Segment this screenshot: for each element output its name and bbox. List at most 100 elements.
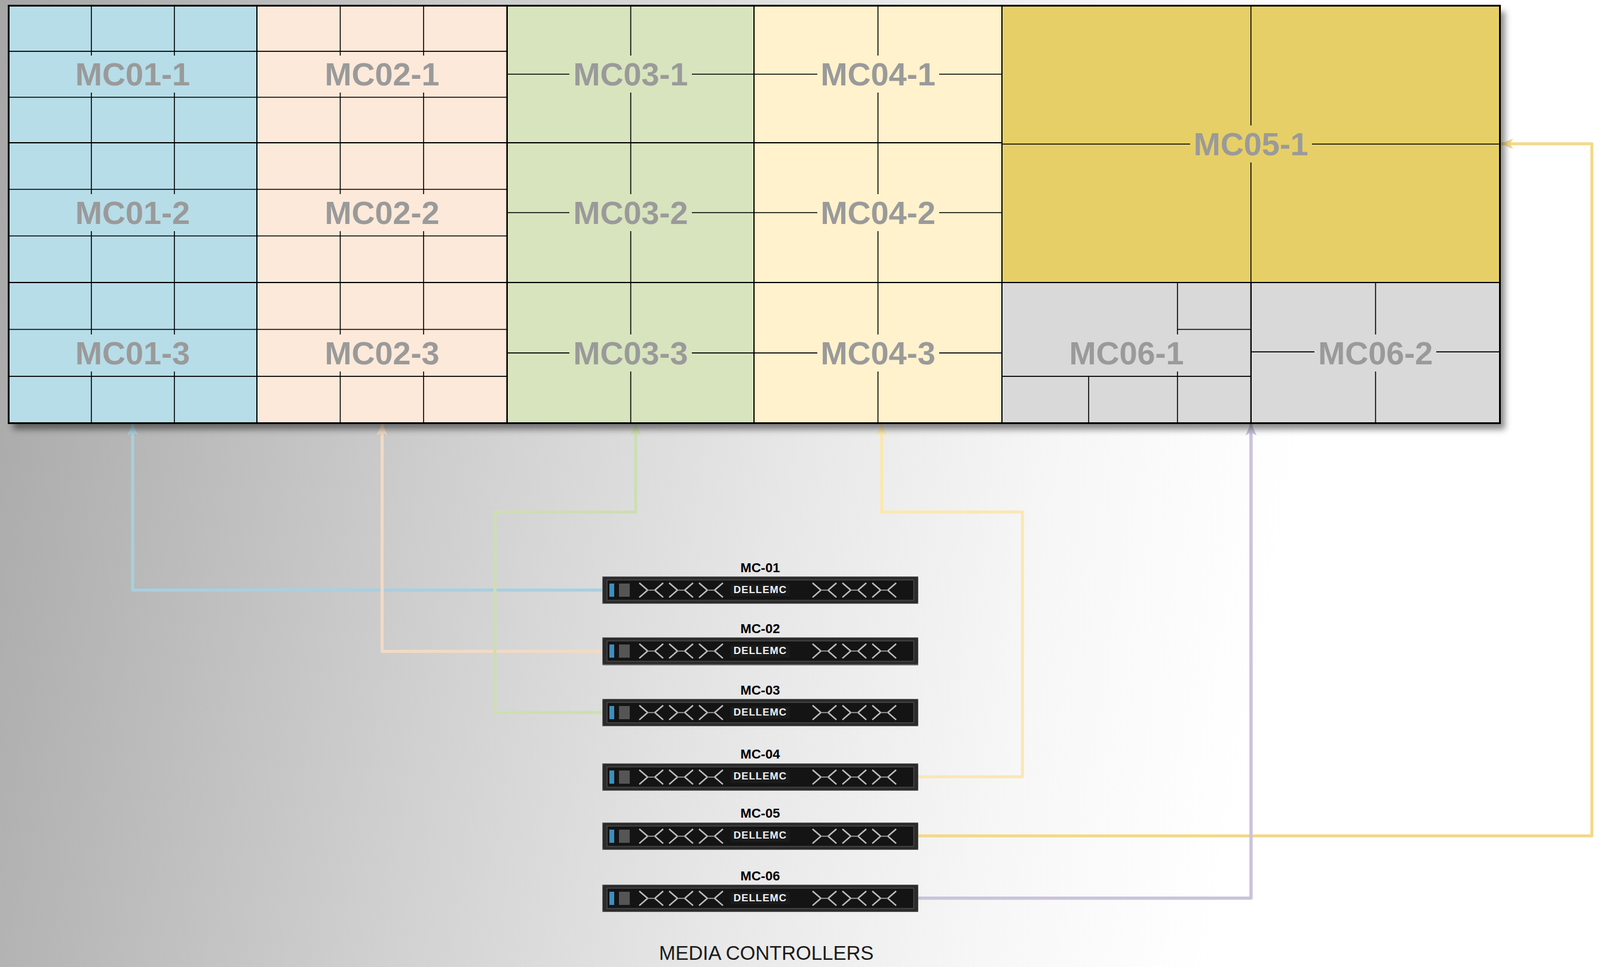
bezel-chevron: [639, 644, 648, 659]
bezel-chevron: [872, 769, 881, 784]
screen-region: MC02-1: [256, 5, 507, 144]
server-led: [609, 706, 615, 720]
vendor-logo: DELLEMC: [730, 584, 790, 597]
region-label: MC06-1: [1065, 334, 1188, 372]
server-name: MC-04: [740, 747, 780, 762]
screen-region: MC03-3: [507, 282, 754, 424]
region-label: MC01-3: [71, 334, 194, 372]
bezel-chevron: [684, 705, 694, 720]
display-seam: [256, 235, 507, 237]
bezel-bar: [880, 776, 888, 778]
region-outline: [8, 282, 258, 424]
screen-region: MC04-3: [753, 282, 1002, 424]
region-outline: [1251, 282, 1501, 424]
media-controller: MC-06DELLEMC: [602, 884, 919, 913]
bezel-chevron: [639, 583, 648, 598]
bezel-bar: [850, 776, 858, 778]
bezel-chevron: [887, 583, 897, 598]
bezel-chevron: [669, 705, 678, 720]
server-bezel: [607, 766, 914, 787]
server-button: [618, 706, 630, 720]
bezel-chevron: [812, 829, 821, 844]
bezel-chevron: [857, 829, 867, 844]
bezel-chevron: [654, 705, 664, 720]
server-button: [618, 583, 630, 597]
bezel-chevron: [872, 583, 881, 598]
server-bezel: [607, 641, 914, 662]
screen-region: MC05-1: [1001, 5, 1500, 284]
bezel-chevron: [714, 891, 723, 906]
bezel-chevron: [714, 769, 723, 784]
display-seam: [8, 329, 258, 331]
bezel-bar: [850, 897, 858, 900]
bezel-bar: [850, 589, 858, 591]
bezel-bar: [647, 712, 655, 714]
bezel-chevron: [639, 829, 648, 844]
bezel-chevron: [887, 769, 897, 784]
bezel-chevron: [669, 644, 678, 659]
region-outline: [507, 5, 754, 144]
bezel-chevron: [872, 891, 881, 906]
bezel-bar: [647, 835, 655, 838]
bezel-chevron: [842, 829, 851, 844]
bezel-bar: [647, 776, 655, 778]
screen-region: MC01-3: [8, 282, 258, 424]
server-led: [609, 829, 615, 844]
display-seam: [8, 96, 258, 98]
server-name: MC-01: [740, 561, 780, 576]
server-chassis: [602, 576, 919, 605]
server-bezel: [607, 580, 914, 601]
region-outline: [753, 282, 1002, 424]
media-controller: MC-03DELLEMC: [602, 699, 919, 727]
bezel-chevron: [684, 583, 694, 598]
region-label: MC01-1: [71, 55, 194, 93]
bezel-bar: [677, 897, 685, 900]
bezel-chevron: [872, 644, 881, 659]
bezel-chevron: [669, 891, 678, 906]
bezel-bar: [850, 650, 858, 652]
bezel-chevron: [828, 891, 837, 906]
bezel-bar: [647, 897, 655, 900]
bezel-chevron: [684, 644, 694, 659]
bezel-chevron: [812, 583, 821, 598]
region-outline: [753, 142, 1002, 283]
vendor-logo: DELLEMC: [730, 645, 790, 658]
screen-region: MC06-2: [1251, 282, 1501, 424]
region-outline: [8, 5, 258, 144]
bezel-chevron: [669, 583, 678, 598]
bezel-bar: [850, 712, 858, 714]
bezel-chevron: [639, 705, 648, 720]
bezel-chevron: [654, 891, 664, 906]
bezel-bar: [820, 650, 829, 652]
media-controller: MC-02DELLEMC: [602, 637, 919, 665]
server-led: [609, 644, 615, 658]
region-label: MC03-1: [569, 55, 692, 93]
bezel-chevron: [842, 583, 851, 598]
region-outline: [256, 142, 507, 283]
server-button: [618, 644, 630, 658]
server-name: MC-05: [740, 806, 780, 821]
bezel-chevron: [699, 769, 708, 784]
bezel-bar: [880, 897, 888, 900]
bezel-bar: [707, 776, 715, 778]
bezel-chevron: [857, 891, 867, 906]
bezel-chevron: [699, 644, 708, 659]
bezel-chevron: [842, 705, 851, 720]
display-seam: [8, 375, 258, 377]
region-outline: [1001, 5, 1500, 284]
bezel-bar: [707, 589, 715, 591]
bezel-bar: [677, 589, 685, 591]
display-seam: [1177, 329, 1252, 331]
vendor-logo: DELLEMC: [730, 770, 790, 783]
bezel-bar: [707, 835, 715, 838]
screen-region: MC04-2: [753, 142, 1002, 283]
bezel-bar: [850, 835, 858, 838]
cable-connector: [132, 423, 603, 591]
server-chassis: [602, 763, 919, 792]
region-label: MC02-1: [321, 55, 444, 93]
bezel-chevron: [699, 583, 708, 598]
bezel-bar: [880, 835, 888, 838]
bezel-bar: [677, 776, 685, 778]
display-seam: [256, 329, 507, 331]
bezel-bar: [647, 589, 655, 591]
